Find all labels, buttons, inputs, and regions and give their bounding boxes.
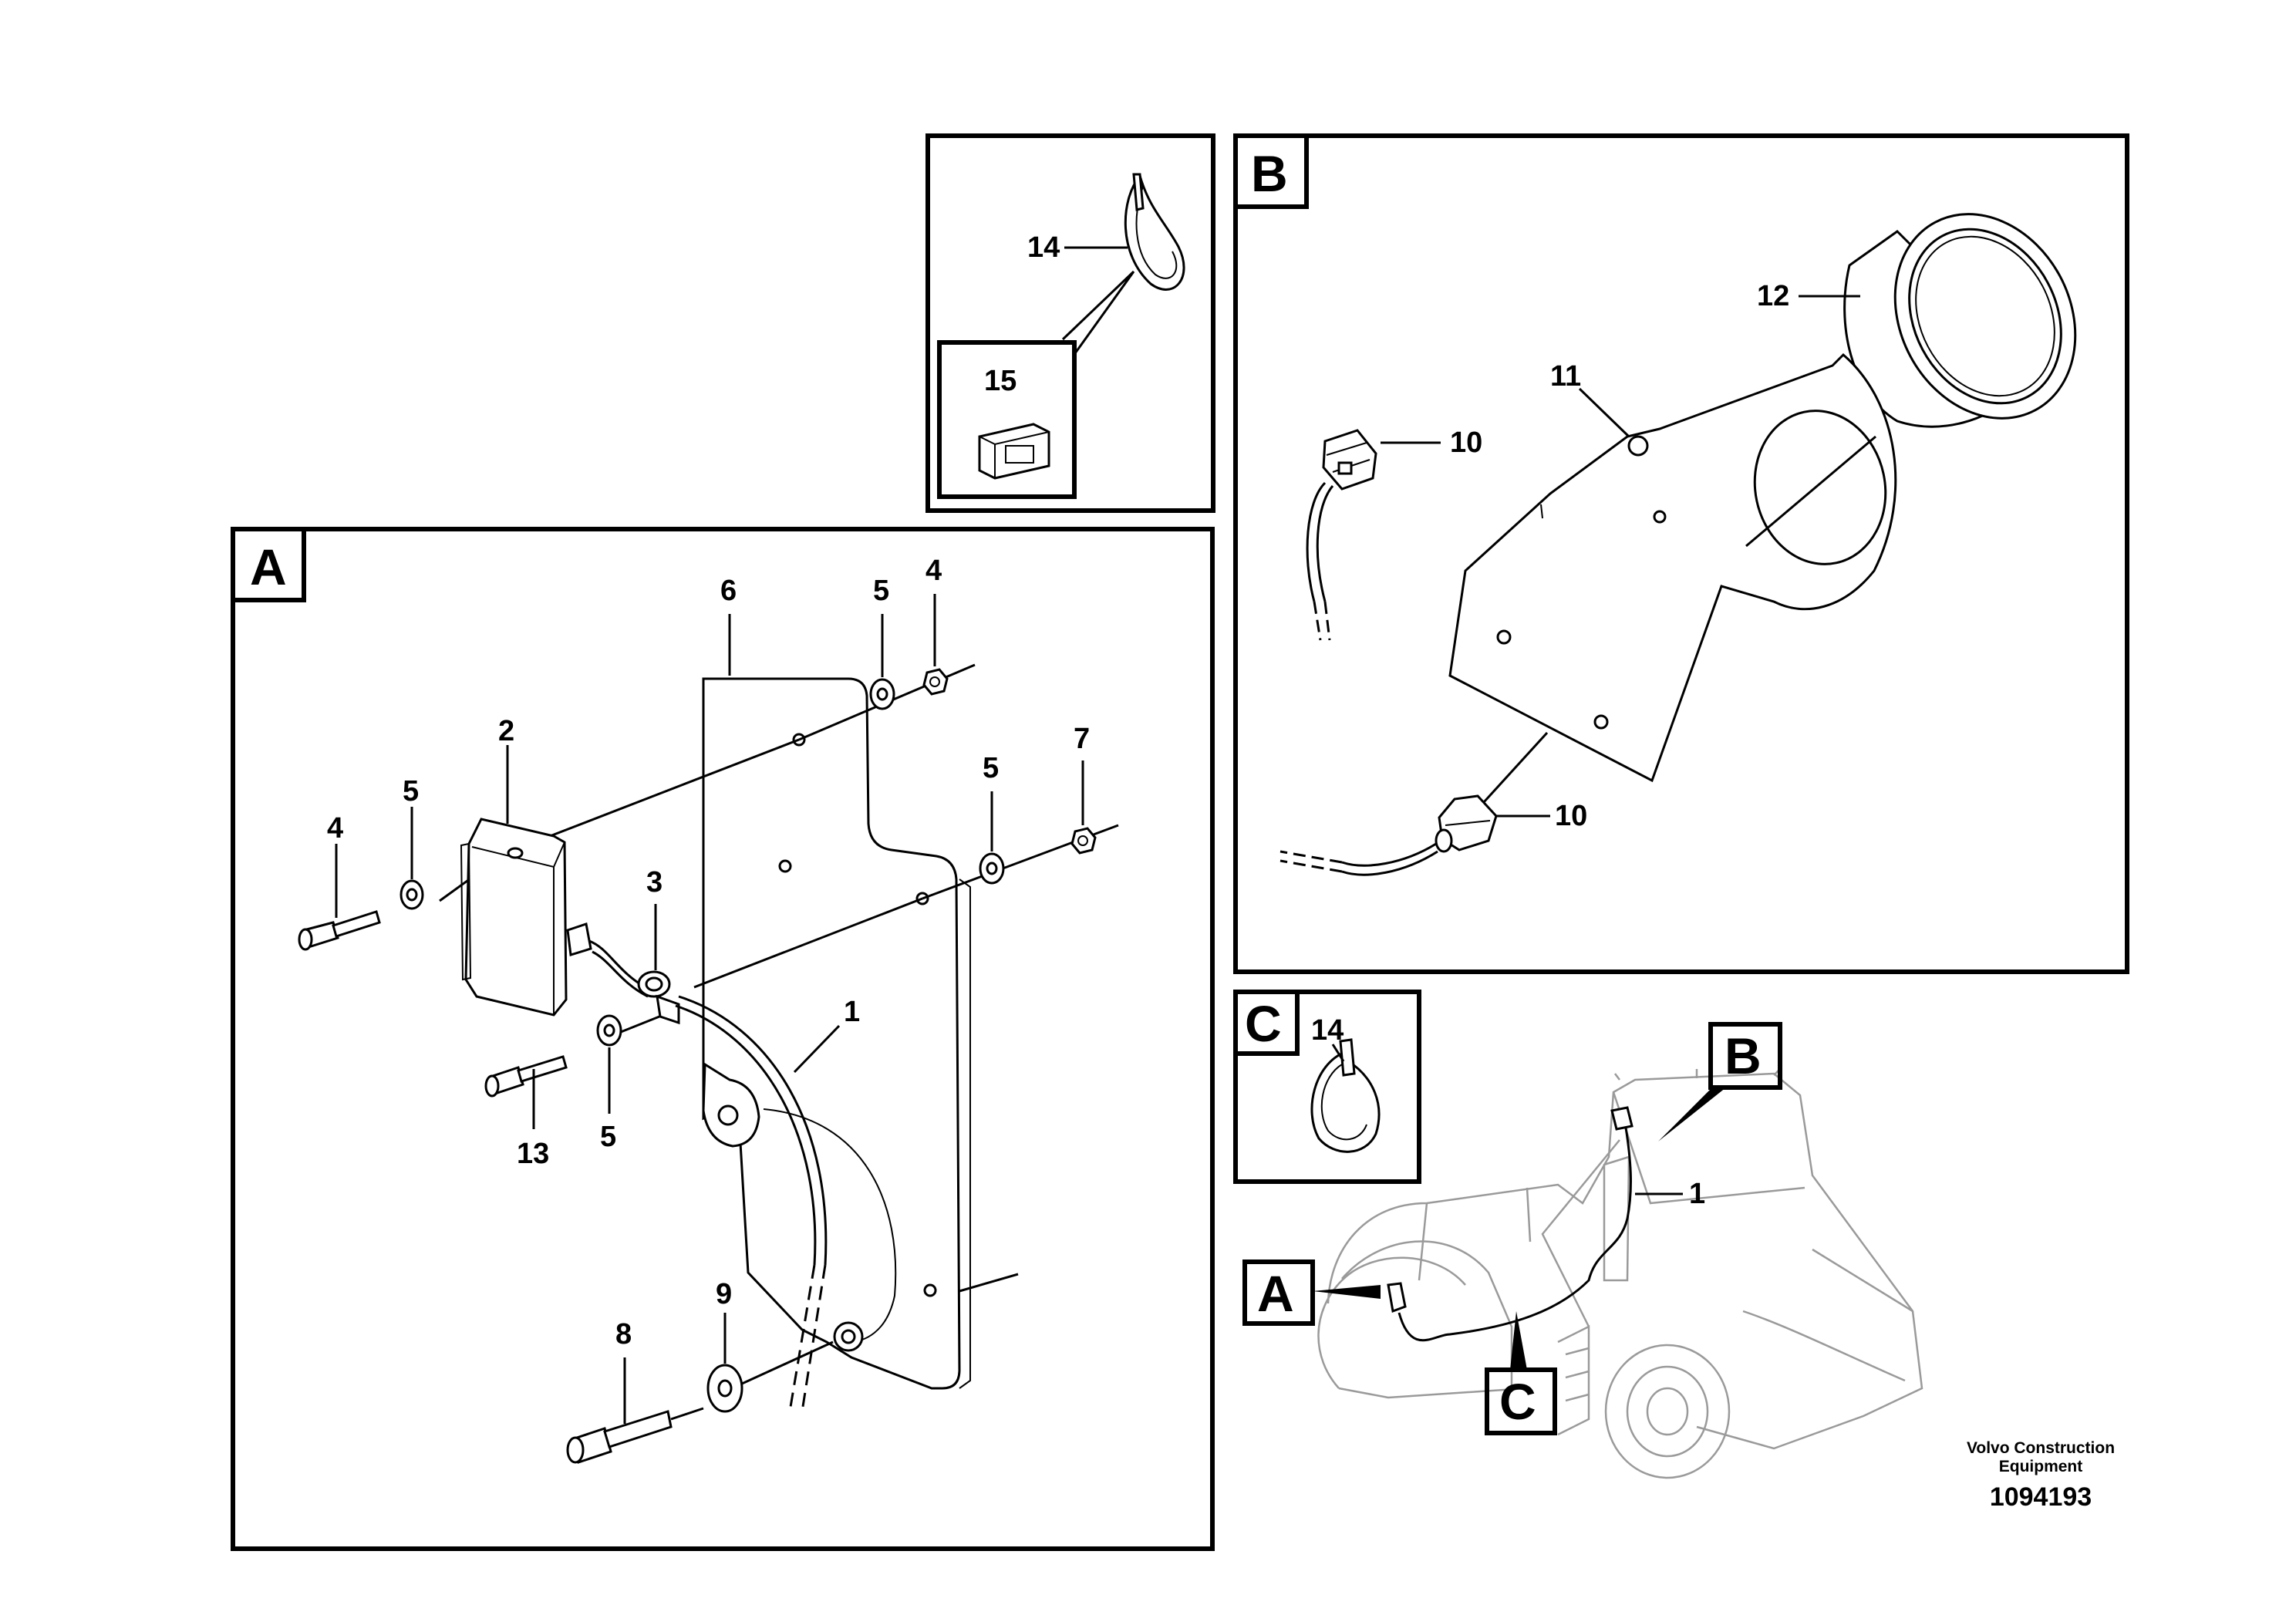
view-b: B 12 11 10	[1233, 133, 2129, 974]
overview-a-box	[1242, 1259, 1315, 1326]
connector-top-icon	[1322, 429, 1377, 491]
view-c-frame	[1233, 990, 1421, 1184]
callout-12: 12	[1757, 280, 1789, 312]
overview-callout-1: 1	[1689, 1178, 1705, 1210]
overview-c-badge: C	[1499, 1373, 1536, 1430]
part-number: 1094193	[1990, 1482, 2092, 1512]
callout-7: 7	[1074, 723, 1090, 755]
bolt-left	[298, 910, 381, 951]
view-c-badge: C	[1245, 995, 1282, 1052]
bolt-13	[484, 1055, 568, 1098]
grommet	[637, 970, 680, 1025]
callout-4: 4	[327, 812, 343, 845]
callout-6: 6	[720, 575, 737, 607]
callout-5: 5	[873, 575, 889, 607]
control-unit	[460, 818, 568, 1017]
callout-10: 10	[1450, 427, 1482, 459]
overview-b-box	[1708, 1022, 1782, 1090]
callout-5: 5	[983, 752, 999, 784]
view-b-badge-box	[1233, 133, 1309, 209]
callout-11: 11	[1550, 360, 1581, 393]
brand-line-2: Equipment	[1999, 1458, 2083, 1475]
callout-13: 13	[517, 1138, 549, 1170]
rubber-block-icon	[978, 423, 1050, 480]
view-c-badge-box	[1233, 990, 1300, 1056]
machine-overview: 1 A B C	[1242, 1022, 1923, 1479]
callout-2: 2	[498, 715, 514, 747]
callout-3: 3	[646, 866, 663, 899]
brand-line-1: Volvo Construction	[1967, 1439, 2115, 1457]
overview-a-badge: A	[1257, 1265, 1294, 1322]
callout-5: 5	[600, 1121, 616, 1153]
connector-bottom-icon	[1435, 794, 1498, 853]
callout-14: 14	[1311, 1014, 1344, 1047]
view-b-badge: B	[1251, 145, 1288, 202]
callout-4: 4	[925, 555, 942, 587]
inset-cable-tie: 14 15	[925, 133, 1215, 513]
callout-14: 14	[1027, 231, 1060, 264]
callout-15: 15	[984, 365, 1017, 397]
callout-1: 1	[844, 996, 860, 1028]
view-b-frame	[1233, 133, 2129, 974]
cable-tie-icon	[1124, 173, 1185, 291]
footer: Volvo Construction Equipment 1094193	[1967, 1439, 2115, 1512]
inset-frame	[925, 133, 1215, 513]
view-a-badge-box	[231, 527, 306, 602]
inset-15-frame	[937, 340, 1077, 499]
view-c: C 14	[1233, 990, 1421, 1184]
view-a-frame	[231, 527, 1215, 1551]
overview-b-badge: B	[1725, 1027, 1762, 1084]
gauge-icon	[1843, 213, 2077, 428]
cable-tie-c-icon	[1310, 1038, 1381, 1153]
view-a-badge: A	[250, 538, 287, 595]
callout-5: 5	[403, 775, 419, 808]
bolt-8	[566, 1410, 673, 1464]
callout-8: 8	[615, 1318, 632, 1351]
callout-9: 9	[716, 1278, 732, 1310]
callout-10: 10	[1555, 800, 1587, 832]
view-a: A	[231, 527, 1215, 1551]
